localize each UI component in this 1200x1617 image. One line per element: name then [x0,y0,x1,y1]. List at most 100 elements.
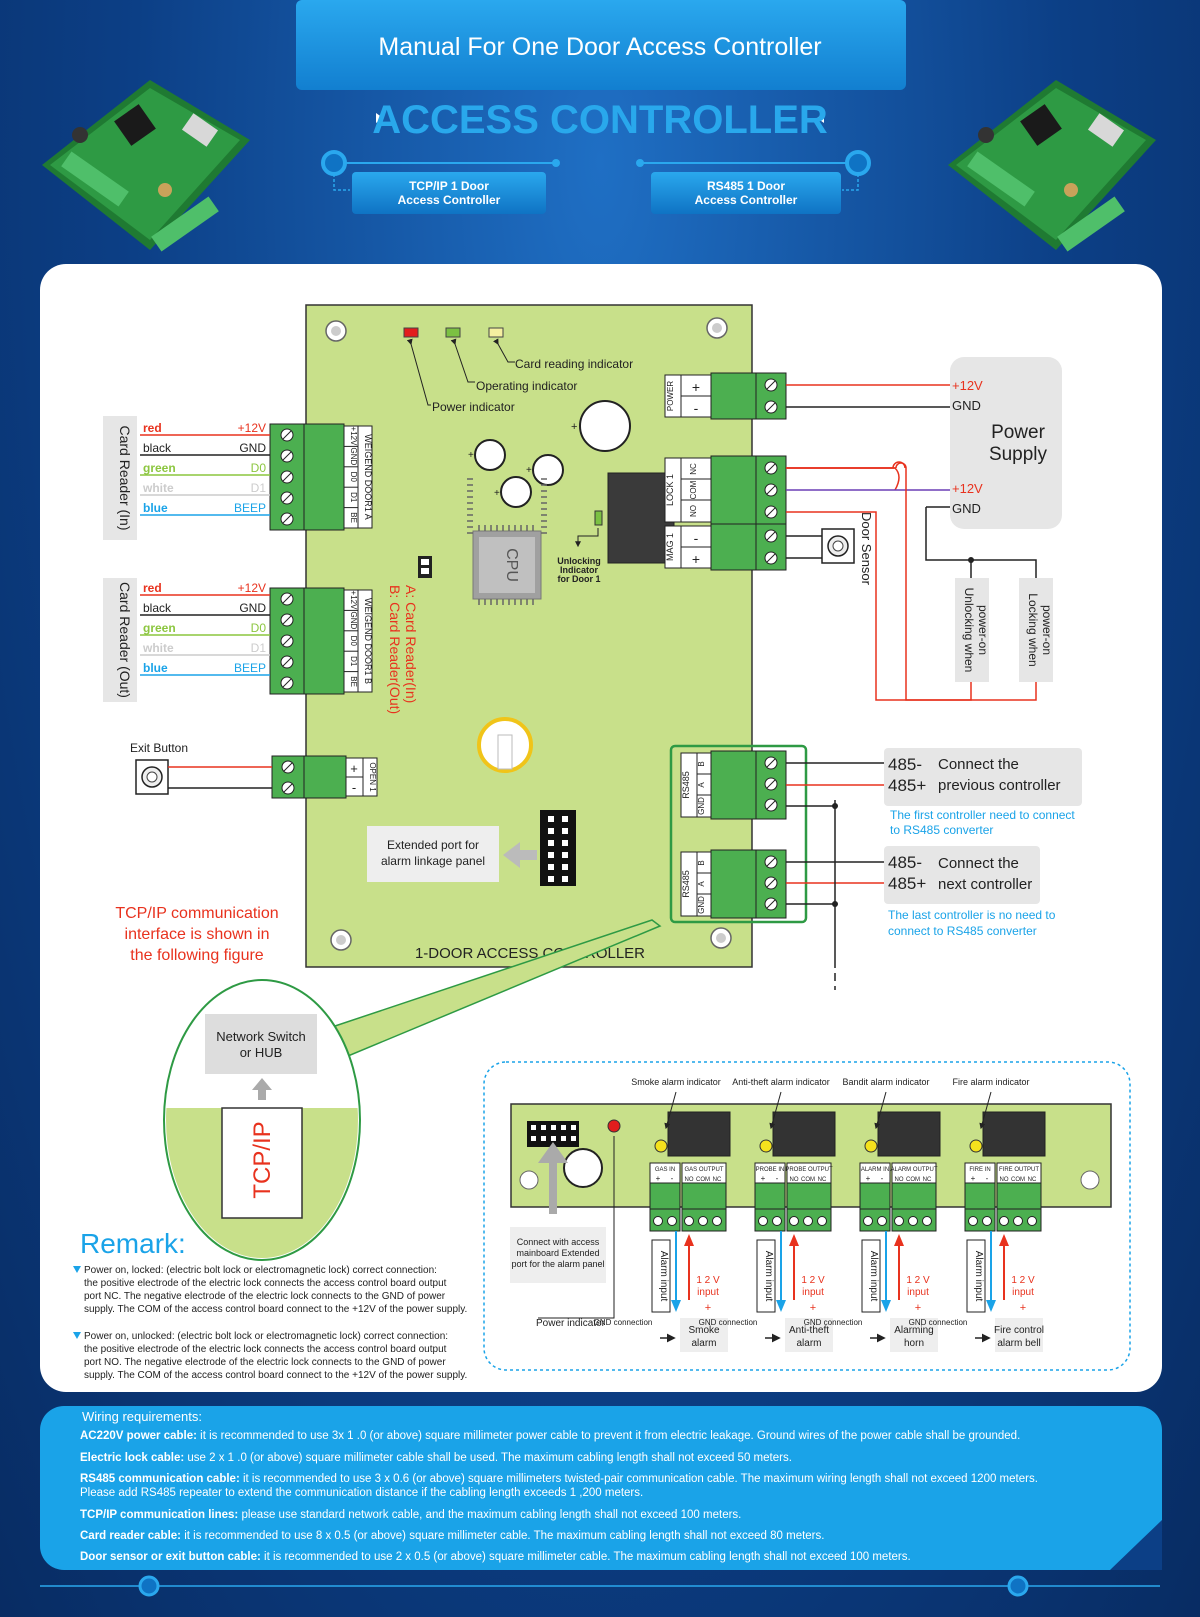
ps-gnd-bottom: GND [952,501,981,516]
operating-indicator-label: Operating indicator [476,379,577,393]
rs485-next-note2: connect to RS485 converter [888,924,1037,938]
connect-note-3: port for the alarm panel [511,1259,604,1269]
lock-terminal: LOCK 1 NC COM NO [664,455,787,525]
open-pin-title: OPEN 1 [368,762,377,792]
card-reading-led-icon [488,327,504,338]
wire-signal-label: GND [239,441,266,455]
v12-input-1: 1 2 V [906,1275,930,1286]
out-pin-label: NO [895,1177,904,1183]
alarm-indicator-label: Anti-theft alarm indicator [732,1077,830,1087]
remark-p1-l3: port NC. The negative electrode of the e… [84,1291,446,1302]
out-pin-label: COM [801,1177,815,1183]
out-pin-label: NO [1000,1177,1009,1183]
arrow-up-icon [894,1234,904,1246]
power-terminal: + - POWER [664,372,787,420]
pm-minus: - [986,1174,989,1183]
device-label-1: Anti-theft [789,1325,829,1336]
alarm-output-label: FIRE OUTPUT [999,1167,1039,1173]
rs485-pin: GND [697,797,706,815]
remark-title: Remark: [80,1228,186,1259]
alarm-indicator-label: Smoke alarm indicator [631,1077,721,1087]
alarm-output-label: GAS OUTPUT [684,1167,723,1173]
wire-color-label: black [143,441,172,455]
tab-rs485-line1: RS485 1 Door [707,179,785,193]
weigand-pin: GND [349,612,358,630]
bullet-icon [73,1332,81,1339]
arrow-down-icon [671,1300,681,1312]
wire-color-label: red [143,581,162,595]
capacitor-icon [579,400,631,452]
relay-icon [607,472,675,564]
wire-signal-label: GND [239,601,266,615]
gnd-connection-label: GND connection [909,1318,968,1327]
pm-plus: + [971,1174,976,1183]
wiring-item-4: Card reader cable: it is recommended to … [80,1530,824,1542]
wiring-item-3: TCP/IP communication lines: please use s… [80,1509,741,1521]
pm-minus: - [671,1174,674,1183]
footer-decoration [40,1520,1162,1597]
mag-terminal: MAG 1 - + [664,523,787,571]
wire-signal-label: D0 [251,621,267,635]
weigand-pin: D1 [349,656,358,667]
device-label-2: alarm [691,1338,716,1349]
v12-input-1: 1 2 V [1011,1275,1035,1286]
tab-tcpip[interactable]: TCP/IP 1 Door Access Controller [321,150,560,214]
ps-12v-top: +12V [952,378,983,393]
unlock-indicator-line3: for Door 1 [557,574,600,584]
pm-plus: + [656,1174,661,1183]
alarm-relay-icon [982,1111,1046,1157]
gnd-connection-label: GND connection [594,1318,653,1327]
capacitor-icon [563,1148,603,1188]
connect-note-2: mainboard Extended [516,1248,599,1258]
weigand-pin: GND [349,448,358,466]
extended-port-line1: Extended port for [387,838,479,852]
remark-p2-l4: supply. The COM of the access control bo… [84,1370,467,1381]
extended-port-box [367,826,499,882]
alarm-relay-icon [667,1111,731,1157]
pm-plus: + [761,1174,766,1183]
weigand-pin: BE [349,512,358,523]
wiring-item-5: Door sensor or exit button cable: it is … [80,1551,911,1563]
operating-led-icon [445,327,461,338]
open-pin-minus: - [352,780,356,795]
weigand-title: WEIGEND DOOR1 A [363,434,373,520]
rs485-pin: B [697,761,706,766]
device-label-1: Fire control [994,1325,1044,1336]
device-label-2: alarm bell [997,1338,1040,1349]
v12-plus: + [810,1302,816,1314]
svg-text:+: + [526,465,532,476]
v12-input-2: input [802,1287,824,1298]
locking-line1: Locking when [1026,593,1040,666]
tab-tcpip-line1: TCP/IP 1 Door [409,179,489,193]
unlock-indicator-line2: Indicator [560,565,599,575]
wire-color-label: blue [143,661,168,675]
lock-pin-no: NO [689,505,698,517]
connect-note-1: Connect with access [517,1237,600,1247]
pcb-image-right [948,80,1156,252]
alarm-output-label: ALARM OUTPUT [890,1167,937,1173]
alarm-led-icon [759,1139,773,1153]
remark-p2-l2: the positive electrode of the electric l… [84,1344,447,1355]
open-terminal: + - OPEN 1 [271,755,378,799]
open-pin-plus: + [350,761,358,776]
screw-icon [1080,1170,1100,1190]
ps-12v-bottom: +12V [952,481,983,496]
unlock-led-icon [594,510,603,526]
tab-rs485[interactable]: RS485 1 Door Access Controller [636,150,871,214]
unlocking-line2: power-on [976,605,990,655]
wire-color-label: blue [143,501,168,515]
pm-minus: - [776,1174,779,1183]
tcp-note: TCP/IP communication interface is shown … [115,905,278,964]
exit-button: Exit Button [130,741,272,795]
alarm-input-box: Alarm input [658,1251,669,1302]
out-pin-label: COM [696,1177,710,1183]
rs485-prev-box: 485- 485+ Connect the previous controlle… [884,748,1082,837]
card-reader-out-box: Card Reader (Out) [103,578,137,702]
unlock-indicator-line1: Unlocking [557,556,601,566]
pm-plus: + [866,1174,871,1183]
capacitor-icon [474,439,506,471]
weigand-pin: D0 [349,472,358,483]
out-pin-label: NC [818,1177,827,1183]
